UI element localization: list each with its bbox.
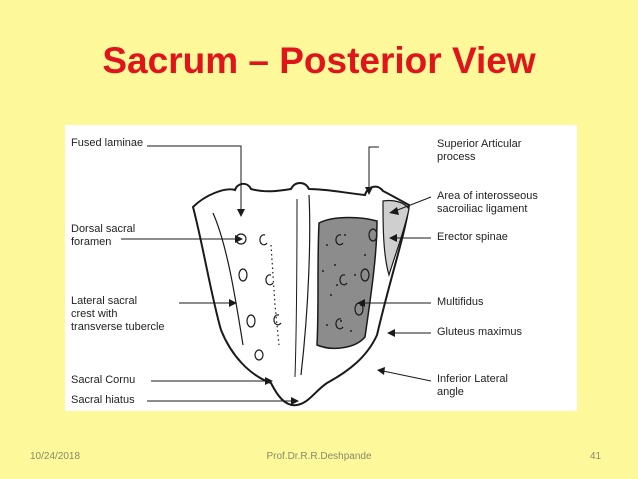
- label-sacral-cornu: Sacral Cornu: [71, 374, 136, 386]
- label-lateral-sacral-crest-line3: transverse tubercle: [71, 321, 165, 333]
- label-dorsal-sacral-foramen-line2: foramen: [71, 236, 112, 248]
- sacrum-diagram: Fused laminae Dorsal sacral foramen Late…: [65, 125, 577, 411]
- sacrum-illustration: [121, 145, 432, 407]
- footer-author: Prof.Dr.R.R.Deshpande: [266, 451, 372, 462]
- label-interosseous-line1: Area of interosseous: [437, 190, 538, 202]
- label-erector-spinae: Erector spinae: [437, 231, 508, 243]
- footer-date: 10/24/2018: [30, 451, 81, 462]
- label-fused-laminae: Fused laminae: [71, 137, 144, 149]
- label-sacral-hiatus: Sacral hiatus: [71, 394, 135, 406]
- label-lateral-sacral-crest-line1: Lateral sacral: [71, 295, 138, 307]
- label-gluteus-maximus: Gluteus maximus: [437, 326, 522, 338]
- label-inferior-lateral-line1: Inferior Lateral: [437, 373, 508, 385]
- footer-page-number: 41: [590, 451, 602, 462]
- label-dorsal-sacral-foramen-line1: Dorsal sacral: [71, 223, 136, 235]
- label-multifidus: Multifidus: [437, 296, 484, 308]
- slide-title: Sacrum – Posterior View: [102, 40, 536, 81]
- label-lateral-sacral-crest-line2: crest with: [71, 308, 118, 320]
- label-inferior-lateral-line2: angle: [437, 386, 464, 398]
- label-superior-articular-line1: Superior Articular: [437, 138, 522, 150]
- label-superior-articular-line2: process: [437, 151, 476, 163]
- label-interosseous-line2: sacroiliac ligament: [437, 203, 528, 215]
- multifidus-area: [316, 216, 378, 350]
